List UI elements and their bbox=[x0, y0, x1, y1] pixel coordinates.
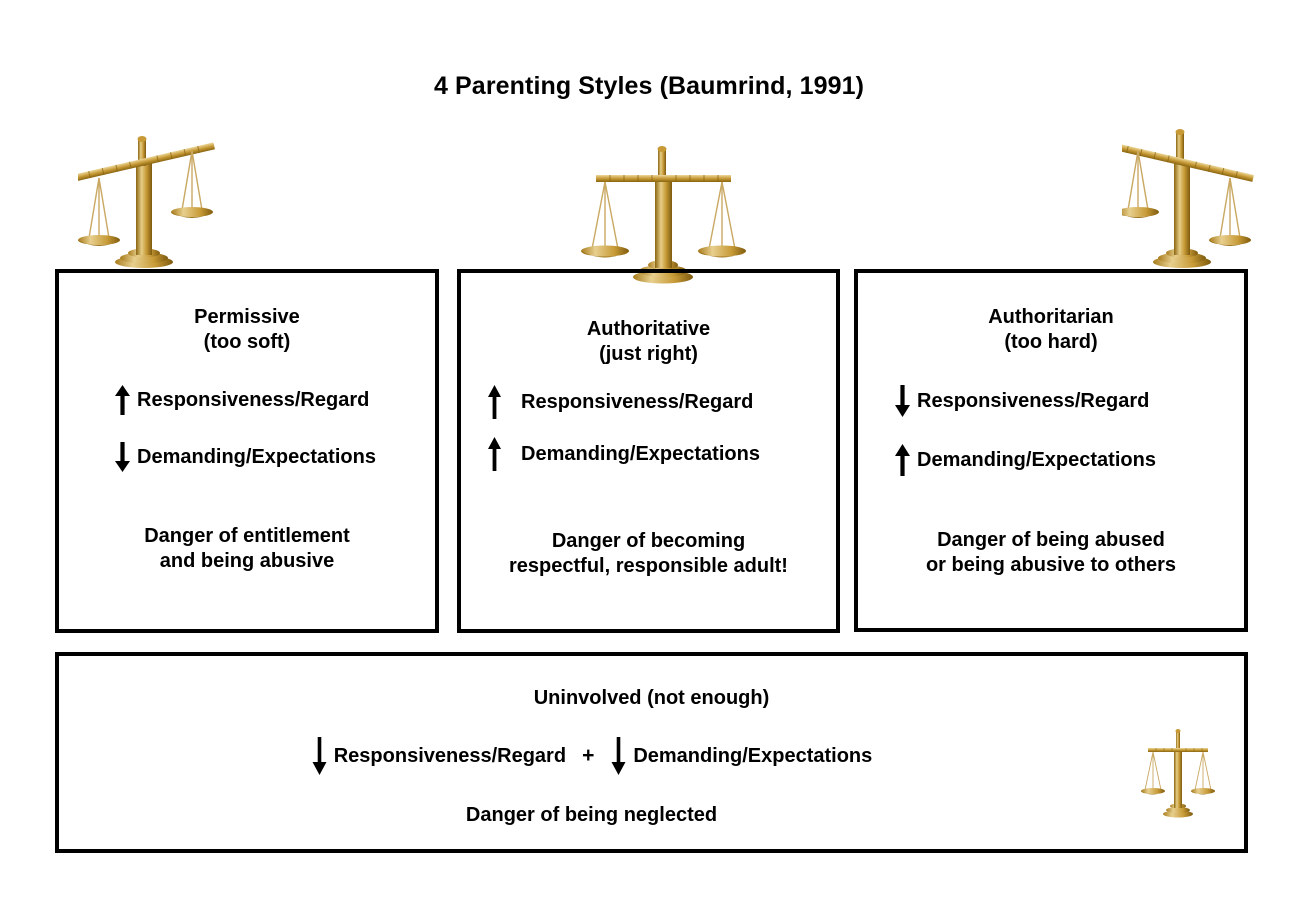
down-arrow-icon bbox=[114, 442, 131, 472]
up-arrow-icon bbox=[894, 444, 911, 476]
up-arrow-icon bbox=[486, 437, 503, 471]
parenting-style-card-uninvolved: Uninvolved (not enough) Responsiveness/R… bbox=[55, 652, 1248, 853]
trait-row: Demanding/Expectations bbox=[894, 444, 1244, 476]
trait-list-uninvolved: Responsiveness/Regard + Demanding/Expect… bbox=[311, 737, 993, 775]
parenting-style-card-permissive: Permissive (too soft) Responsiveness/Reg… bbox=[55, 269, 439, 633]
card-title-uninvolved: Uninvolved (not enough) bbox=[533, 687, 770, 709]
balance-scale-tilted-right-icon bbox=[1113, 122, 1294, 272]
up-arrow-icon bbox=[486, 385, 503, 419]
balance-scale-tilted-left-icon bbox=[74, 122, 250, 272]
balance-scale-balanced-icon bbox=[578, 145, 748, 285]
trait-label: Responsiveness/Regard bbox=[137, 389, 370, 411]
trait-row: Responsiveness/Regard bbox=[114, 385, 435, 415]
plus-separator: + bbox=[582, 744, 595, 767]
card-danger-uninvolved: Danger of being neglected bbox=[465, 804, 718, 826]
up-arrow-icon bbox=[114, 385, 131, 415]
down-arrow-icon bbox=[894, 385, 911, 417]
balance-scale-balanced-small-icon bbox=[1140, 728, 1216, 820]
trait-label: Responsiveness/Regard bbox=[333, 745, 567, 767]
trait-label: Demanding/Expectations bbox=[137, 446, 376, 468]
page-title: 4 Parenting Styles (Baumrind, 1991) bbox=[433, 72, 865, 100]
trait-list-authoritative: Responsiveness/Regard Demanding/Expectat… bbox=[486, 385, 836, 471]
parenting-style-card-authoritarian: Authoritarian (too hard) Responsiveness/… bbox=[854, 269, 1248, 632]
trait-label: Demanding/Expectations bbox=[633, 745, 873, 767]
trait-list-authoritarian: Responsiveness/Regard Demanding/Expectat… bbox=[894, 385, 1244, 476]
trait-list-permissive: Responsiveness/Regard Demanding/Expectat… bbox=[114, 385, 435, 472]
trait-row: Responsiveness/Regard bbox=[311, 737, 566, 775]
trait-label: Demanding/Expectations bbox=[521, 443, 760, 465]
card-danger-permissive: Danger of entitlement and being abusive bbox=[144, 525, 350, 572]
trait-label: Responsiveness/Regard bbox=[521, 391, 754, 413]
card-danger-authoritarian: Danger of being abused or being abusive … bbox=[925, 529, 1177, 576]
trait-row: Responsiveness/Regard bbox=[894, 385, 1244, 417]
card-title-authoritarian: Authoritarian (too hard) bbox=[988, 306, 1114, 353]
trait-row: Demanding/Expectations bbox=[486, 437, 836, 471]
down-arrow-icon bbox=[311, 737, 328, 775]
trait-row: Responsiveness/Regard bbox=[486, 385, 836, 419]
trait-label: Responsiveness/Regard bbox=[917, 390, 1150, 412]
card-title-authoritative: Authoritative (just right) bbox=[586, 318, 711, 365]
card-title-permissive: Permissive (too soft) bbox=[194, 306, 300, 353]
trait-label: Demanding/Expectations bbox=[917, 449, 1156, 471]
down-arrow-icon bbox=[610, 737, 627, 775]
card-danger-authoritative: Danger of becoming respectful, responsib… bbox=[509, 530, 788, 577]
trait-row: Demanding/Expectations bbox=[610, 737, 872, 775]
parenting-style-card-authoritative: Authoritative (just right) Responsivenes… bbox=[457, 269, 840, 633]
trait-row: Demanding/Expectations bbox=[114, 442, 435, 472]
